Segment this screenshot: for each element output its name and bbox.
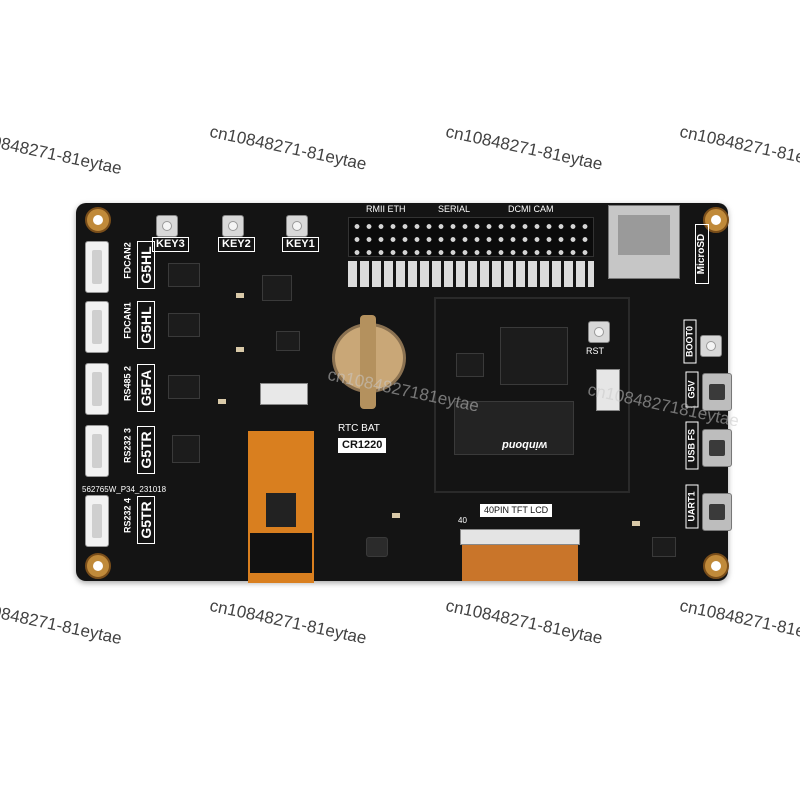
transceiver-chip-4 bbox=[172, 435, 200, 463]
transceiver-chip-2 bbox=[168, 313, 200, 337]
watermark-top-left: cn10848271‑81eytae bbox=[208, 122, 369, 174]
key2-label: KEY2 bbox=[218, 237, 255, 252]
mcu-chip bbox=[500, 327, 568, 385]
watermark-left-edge-top: 0848271‑81eytae bbox=[0, 132, 124, 179]
rs232-3-label: RS232 3 bbox=[122, 427, 133, 464]
fdcan2-label: FDCAN2 bbox=[122, 242, 133, 279]
watermark-bottom-center: cn10848271‑81eytae bbox=[444, 596, 605, 648]
lcd-pin-number: 40 bbox=[458, 516, 467, 525]
key2-button[interactable] bbox=[222, 215, 244, 237]
key3-label: KEY3 bbox=[152, 237, 189, 252]
rs232-4-connector[interactable] bbox=[85, 495, 109, 547]
watermark-top-center: cn10848271‑81eytae bbox=[444, 122, 605, 174]
flex-connector-top bbox=[260, 383, 308, 405]
microsd-label: MicroSD bbox=[695, 224, 709, 284]
watermark-bottom-left: cn10848271‑81eytae bbox=[208, 596, 369, 648]
watermark-top-right: cn10848271‑81eytae bbox=[678, 122, 800, 174]
flex-cable-bottom bbox=[250, 533, 312, 573]
usb-fs-label: USB FS bbox=[685, 421, 699, 470]
rst-label: RST bbox=[586, 346, 604, 356]
memory-chip bbox=[454, 401, 574, 455]
cr1220-label: CR1220 bbox=[338, 438, 387, 453]
rst-button[interactable] bbox=[588, 321, 610, 343]
mounting-hole-top-right bbox=[703, 207, 729, 233]
rs232-3-connector[interactable] bbox=[85, 425, 109, 477]
key1-button[interactable] bbox=[286, 215, 308, 237]
header-label-serial: SERIAL bbox=[438, 204, 471, 214]
pin-header[interactable] bbox=[348, 217, 594, 257]
mounting-hole-top-left bbox=[85, 207, 111, 233]
boot0-label: BOOT0 bbox=[683, 319, 697, 364]
uart1-port[interactable] bbox=[702, 493, 732, 531]
lcd-label: 40PIN TFT LCD bbox=[480, 504, 553, 517]
key1-label: KEY1 bbox=[282, 237, 319, 252]
boot0-button[interactable] bbox=[700, 335, 722, 357]
rs232-3-code: G5TR bbox=[137, 426, 155, 474]
smd-3 bbox=[218, 399, 226, 404]
microsd-slot-inner bbox=[618, 215, 670, 255]
fdcan2-code: G5HL bbox=[137, 241, 155, 289]
small-ic-chip bbox=[276, 331, 300, 351]
small-chip-left bbox=[456, 353, 484, 377]
header-label-dcmi-cam: DCMI CAM bbox=[508, 204, 554, 214]
usb-fs-port[interactable] bbox=[702, 429, 732, 467]
smd-4 bbox=[392, 513, 400, 518]
fdcan1-label: FDCAN1 bbox=[122, 302, 133, 339]
mounting-hole-bottom-right bbox=[703, 553, 729, 579]
fdcan1-code: G5HL bbox=[137, 301, 155, 349]
rs485-2-connector[interactable] bbox=[85, 363, 109, 415]
lcd-flex-cable bbox=[462, 545, 578, 581]
key3-button[interactable] bbox=[156, 215, 178, 237]
fdcan1-connector[interactable] bbox=[85, 301, 109, 353]
usb-chip bbox=[652, 537, 676, 557]
part-number: 562765W_P34_231018 bbox=[82, 485, 167, 494]
smd-1 bbox=[236, 293, 244, 298]
lcd-fpc-connector[interactable] bbox=[460, 529, 580, 545]
smd-5 bbox=[632, 521, 640, 526]
watermark-left-edge-bottom: 0848271‑81eytae bbox=[0, 602, 124, 649]
uart1-label: UART1 bbox=[685, 484, 699, 529]
rtc-battery-clip bbox=[360, 315, 376, 409]
mounting-hole-bottom-left bbox=[85, 553, 111, 579]
rs232-4-label: RS232 4 bbox=[122, 497, 133, 534]
flex-cable-inner bbox=[266, 493, 296, 527]
transceiver-chip-1 bbox=[168, 263, 200, 287]
smd-2 bbox=[236, 347, 244, 352]
g5v-port[interactable] bbox=[702, 373, 732, 411]
pcb-board: KEY3 KEY2 KEY1 FDCAN2 G5HL FDCAN1 G5HL R… bbox=[76, 203, 732, 583]
transceiver-chip-3 bbox=[168, 375, 200, 399]
rs485-2-label: RS485 2 bbox=[122, 365, 133, 402]
pin-labels bbox=[348, 261, 594, 287]
rs232-4-code: G5TR bbox=[137, 496, 155, 544]
rs485-2-code: G5FA bbox=[137, 364, 155, 412]
switch-component[interactable] bbox=[596, 369, 620, 411]
mcu-area bbox=[434, 297, 630, 493]
header-label-rmii-eth: RMII ETH bbox=[366, 204, 406, 214]
memory-brand: winbond bbox=[502, 439, 548, 451]
inductor bbox=[366, 537, 388, 557]
regulator-chip bbox=[262, 275, 292, 301]
fdcan2-connector[interactable] bbox=[85, 241, 109, 293]
watermark-bottom-right: cn10848271‑81eytae bbox=[678, 596, 800, 648]
rtc-bat-label: RTC BAT bbox=[338, 423, 380, 434]
